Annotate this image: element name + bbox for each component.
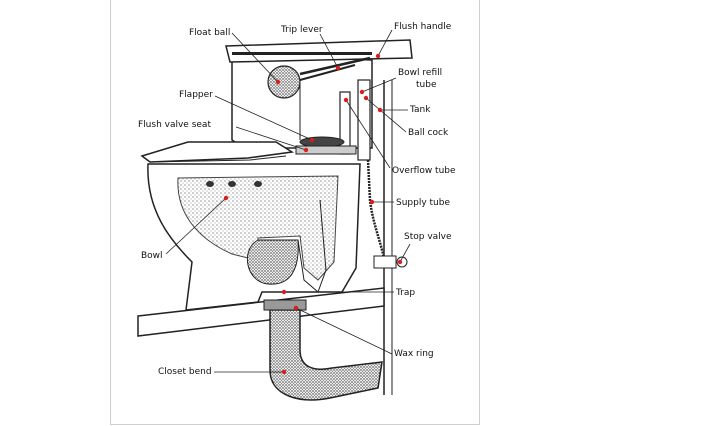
- label-float-ball: Float ball: [189, 28, 231, 38]
- ball-cock: [357, 79, 371, 161]
- tank-lid: [225, 39, 413, 63]
- leader-flush-valve-seat: [235, 126, 307, 151]
- label-stop-valve: Stop valve: [404, 232, 452, 242]
- tank-body: [231, 54, 373, 149]
- label-flush-handle: Flush handle: [394, 22, 452, 32]
- label-flapper: Flapper: [179, 90, 213, 100]
- label-supply-tube: Supply tube: [396, 198, 451, 208]
- closet-bend: [269, 309, 383, 401]
- trapway: [247, 239, 299, 285]
- label-trip-lever: Trip lever: [281, 25, 323, 35]
- label-bowl-refill: Bowl refill: [398, 68, 443, 78]
- leader-wax-ring: [295, 307, 393, 355]
- label-trap: Trap: [396, 288, 416, 298]
- leader-flapper: [214, 95, 313, 141]
- trip-lever: [299, 56, 371, 76]
- label-ball-cock: Ball cock: [408, 128, 449, 138]
- float-ball: [267, 65, 301, 99]
- label-wax-ring: Wax ring: [394, 349, 434, 359]
- leader-trip-lever: [319, 33, 339, 69]
- supply-tube: [366, 159, 386, 259]
- leader-bowl: [165, 197, 227, 255]
- label-overflow-tube: Overflow tube: [392, 166, 456, 176]
- label-tank: Tank: [410, 105, 431, 115]
- leader-float-ball: [231, 32, 279, 83]
- label-closet-bend: Closet bend: [158, 367, 212, 377]
- floor: [137, 287, 385, 337]
- leader-bowl-refill: [361, 77, 397, 93]
- leader-ball-cock: [365, 97, 407, 133]
- label-bowl: Bowl: [141, 251, 163, 261]
- label-flush-valve-seat: Flush valve seat: [138, 120, 211, 130]
- leader-stop-valve: [399, 243, 411, 263]
- toilet-seat: [140, 141, 295, 163]
- label-bowl-refill-tube: tube: [416, 80, 437, 90]
- bowl-water: [177, 175, 339, 281]
- leader-flush-handle: [377, 29, 393, 57]
- leader-overflow: [345, 99, 391, 169]
- wax-ring: [263, 299, 307, 311]
- image-frame: [110, 0, 480, 425]
